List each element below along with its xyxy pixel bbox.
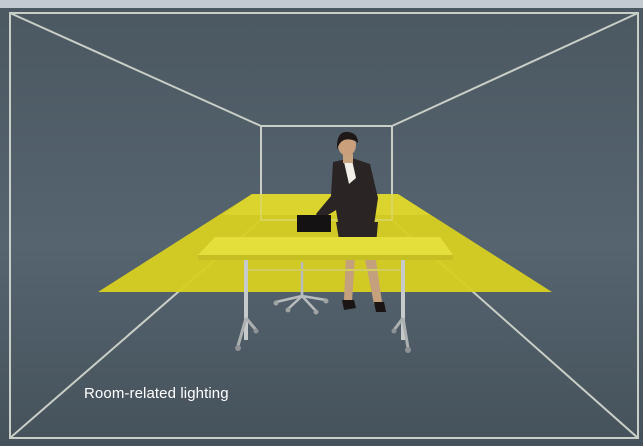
table-top <box>198 237 453 255</box>
caption: Room-related lighting <box>84 385 229 402</box>
top-bar <box>0 0 643 8</box>
laptop-bag <box>297 215 331 232</box>
